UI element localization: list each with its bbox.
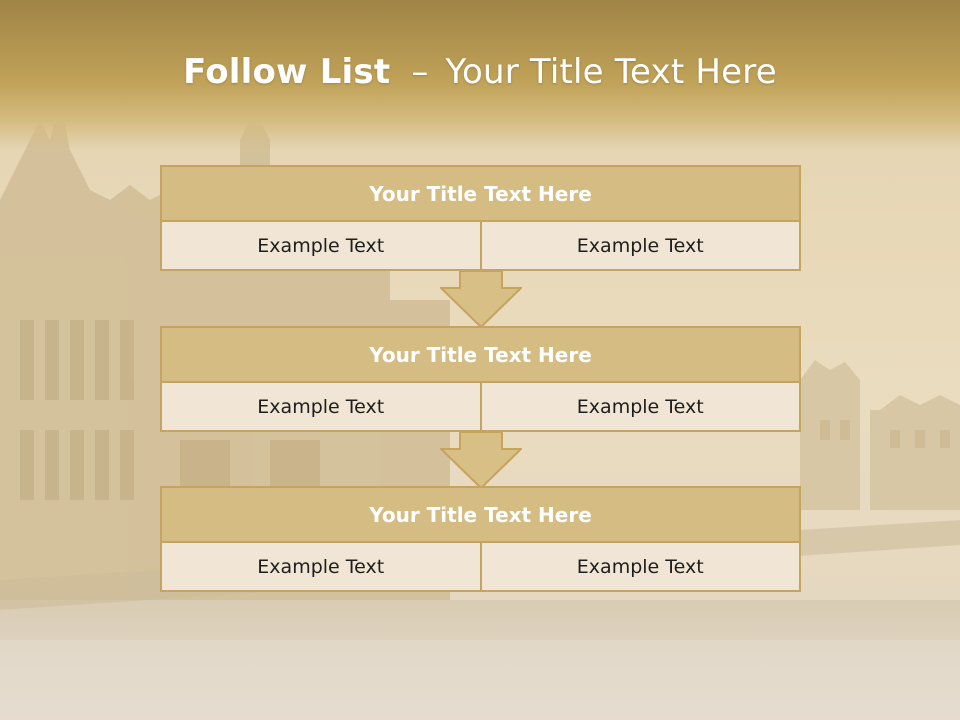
- down-arrow-icon-2: [440, 431, 522, 489]
- slide-title-rest: Your Title Text Here: [445, 52, 777, 92]
- down-arrow-icon-1: [440, 270, 522, 328]
- step-3-cell-left: Example Text: [160, 543, 482, 592]
- step-block-3: Your Title Text Here Example Text Exampl…: [160, 486, 801, 592]
- step-block-1: Your Title Text Here Example Text Exampl…: [160, 165, 801, 271]
- step-title-1: Your Title Text Here: [160, 165, 801, 222]
- slide-title-bold: Follow List: [183, 52, 391, 92]
- step-2-cell-left: Example Text: [160, 383, 482, 432]
- slide-title: Follow List – Your Title Text Here: [0, 52, 960, 92]
- step-title-3: Your Title Text Here: [160, 486, 801, 543]
- title-band: [0, 0, 960, 150]
- step-row-3: Example Text Example Text: [160, 543, 801, 592]
- step-row-2: Example Text Example Text: [160, 383, 801, 432]
- step-1-cell-left: Example Text: [160, 222, 482, 271]
- step-3-cell-right: Example Text: [481, 543, 801, 592]
- step-title-2: Your Title Text Here: [160, 326, 801, 383]
- step-1-cell-right: Example Text: [481, 222, 801, 271]
- slide-title-dash: –: [411, 52, 429, 92]
- step-2-cell-right: Example Text: [481, 383, 801, 432]
- step-row-1: Example Text Example Text: [160, 222, 801, 271]
- step-block-2: Your Title Text Here Example Text Exampl…: [160, 326, 801, 432]
